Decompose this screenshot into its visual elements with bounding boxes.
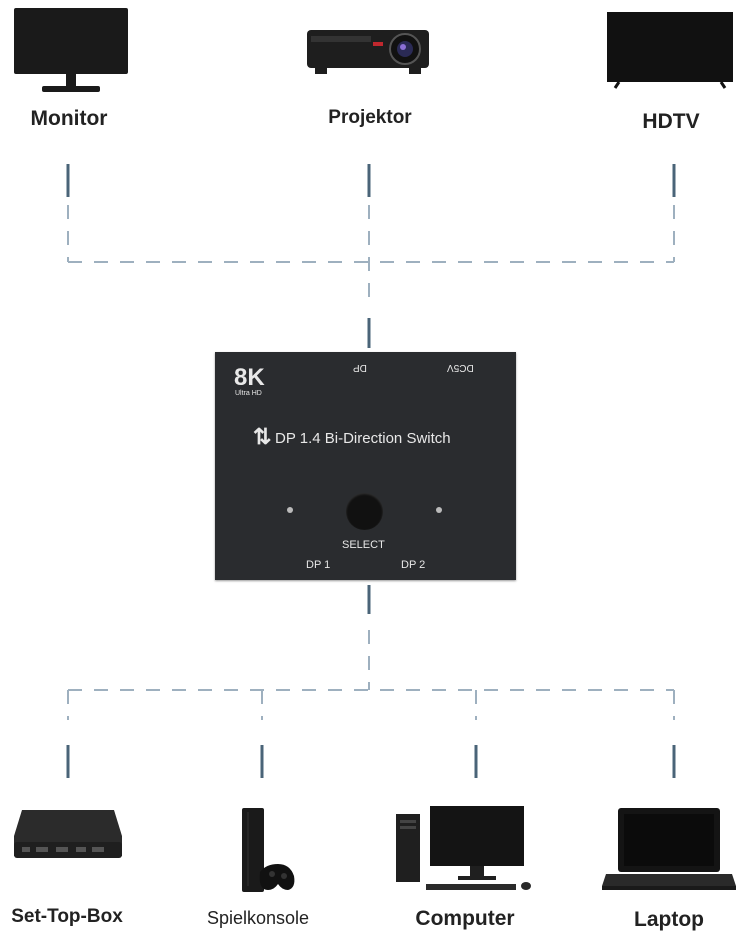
dp-port-label: DP	[353, 362, 367, 373]
ultra-hd-badge: Ultra HD	[235, 390, 262, 397]
hdtv-icon	[607, 12, 733, 89]
laptop-label: Laptop	[634, 908, 704, 931]
switch-title: DP 1.4 Bi-Direction Switch	[275, 430, 451, 447]
arrows-icon: ⇅	[253, 424, 272, 449]
projector-icon	[307, 30, 429, 74]
game-console-icon	[242, 808, 295, 892]
settopbox-label: Set-Top-Box	[11, 906, 123, 927]
dp1-led-icon	[287, 507, 293, 513]
projector-label: Projektor	[328, 107, 412, 128]
computer-label: Computer	[415, 907, 515, 930]
computer-icon	[396, 806, 531, 890]
dp2-led-icon	[436, 507, 442, 513]
hdtv-label: HDTV	[642, 110, 700, 133]
8k-badge: 8K	[234, 364, 265, 391]
dc5v-port-label: DC5V	[447, 362, 474, 373]
console-label: Spielkonsole	[206, 908, 310, 928]
dp2-label: DP 2	[401, 559, 426, 571]
settopbox-icon	[14, 810, 122, 858]
monitor-icon	[14, 8, 128, 92]
dp-switch-device: 8K Ultra HD DP DC5V ⇅ DP 1.4 Bi-Directio…	[215, 352, 516, 580]
select-label: SELECT	[342, 539, 385, 551]
monitor-label: Monitor	[30, 107, 108, 130]
select-button[interactable]	[346, 493, 383, 530]
dp1-label: DP 1	[306, 559, 331, 571]
laptop-icon	[602, 808, 736, 890]
